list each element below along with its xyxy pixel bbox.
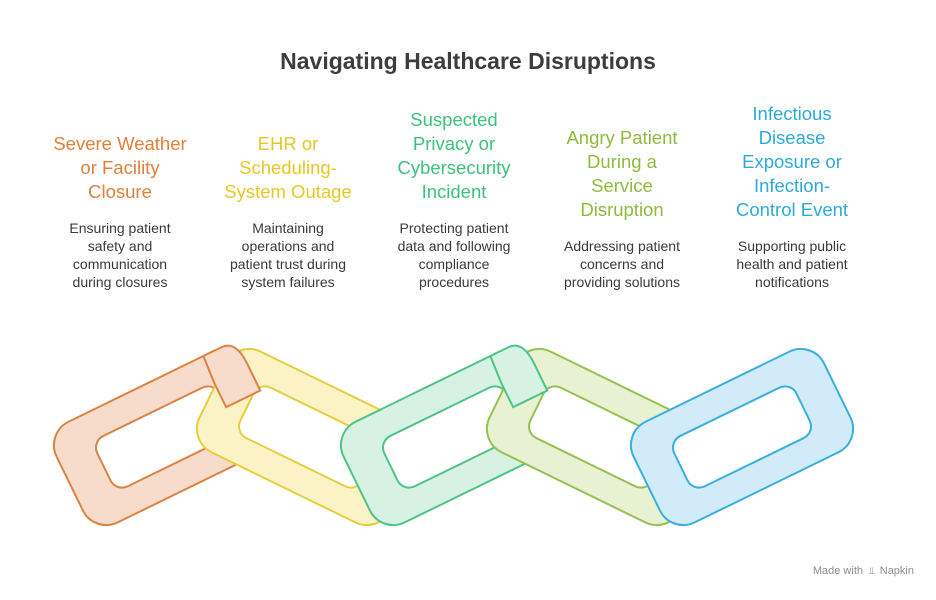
made-with-text: Made with xyxy=(812,565,863,577)
column-severe-weather: Severe Weather or Facility Closure Ensur… xyxy=(40,132,200,291)
chain-link-3-overlap xyxy=(489,344,549,409)
column-title: EHR or Scheduling- System Outage xyxy=(224,133,352,202)
napkin-logo-icon: ⫫ xyxy=(869,566,875,577)
column-title: Infectious Disease Exposure or Infection… xyxy=(735,103,849,220)
chain-link-5 xyxy=(629,347,855,527)
column-description: Supporting public health and patient not… xyxy=(736,238,848,290)
column-angry-patient: Angry Patient During a Service Disruptio… xyxy=(542,126,702,291)
chain-link-1-overlap xyxy=(202,344,262,409)
column-description: Addressing patient concerns and providin… xyxy=(564,238,680,290)
column-title: Severe Weather or Facility Closure xyxy=(53,133,187,202)
column-description: Maintaining operations and patient trust… xyxy=(230,220,346,290)
watermark: Made with ⫫ Napkin xyxy=(813,565,914,577)
brand-name: Napkin xyxy=(879,565,914,577)
column-privacy-incident: Suspected Privacy or Cybersecurity Incid… xyxy=(374,108,534,291)
column-ehr-outage: EHR or Scheduling- System Outage Maintai… xyxy=(208,132,368,291)
column-description: Protecting patient data and following co… xyxy=(397,220,511,290)
column-title: Angry Patient During a Service Disruptio… xyxy=(566,127,678,220)
page-title: Navigating Healthcare Disruptions xyxy=(280,48,656,74)
column-title: Suspected Privacy or Cybersecurity Incid… xyxy=(397,109,511,202)
column-description: Ensuring patient safety and communicatio… xyxy=(69,220,171,290)
column-infectious-disease: Infectious Disease Exposure or Infection… xyxy=(712,102,872,291)
